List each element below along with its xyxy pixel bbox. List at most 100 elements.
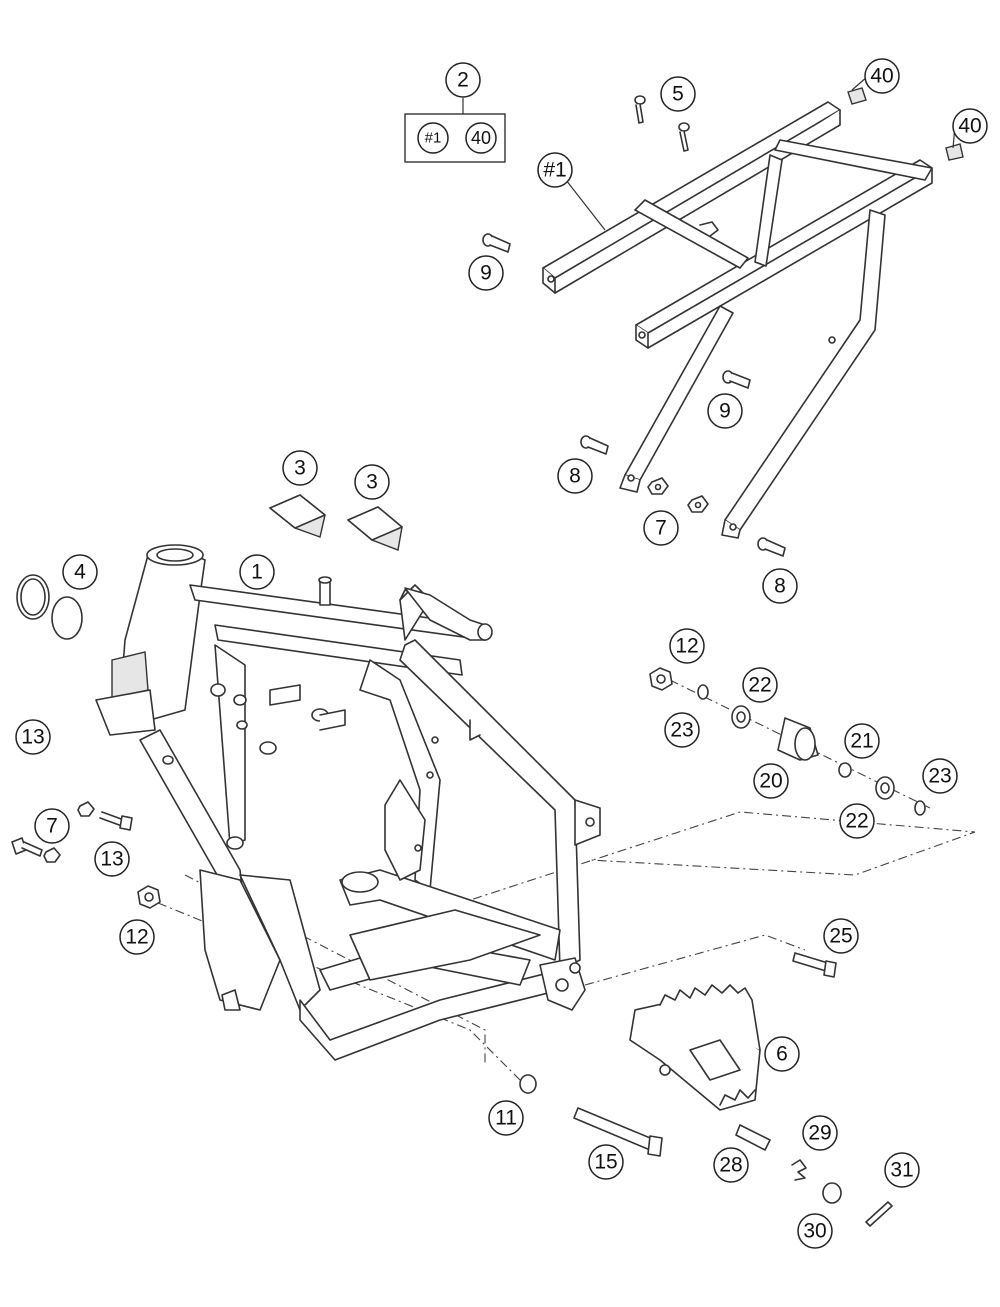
callout-label-c21: 21 bbox=[850, 730, 873, 753]
kit-content-2: 40 bbox=[471, 128, 491, 148]
callout-label-c7a: 7 bbox=[655, 517, 667, 540]
callout-label-c8b: 8 bbox=[774, 575, 786, 598]
nut-7b bbox=[687, 495, 709, 513]
callout-circle-c12b bbox=[119, 919, 155, 955]
callout-circle-c6 bbox=[764, 1036, 800, 1072]
callout-circle-c40b bbox=[952, 108, 988, 144]
bolt-13a bbox=[11, 837, 43, 857]
callout-circle-c20 bbox=[753, 763, 789, 799]
washer-11 bbox=[519, 1074, 537, 1094]
callout-circle-c5 bbox=[660, 76, 696, 112]
callout-circle-c7a bbox=[643, 510, 679, 546]
nut-12b bbox=[649, 667, 673, 691]
callout-label-c13b: 13 bbox=[100, 848, 123, 871]
callout-circle-c30 bbox=[797, 1213, 833, 1249]
cap-40-upper bbox=[847, 87, 867, 105]
callouts: 1334567788991112121313152021222223232528… bbox=[15, 58, 988, 1249]
callout-circle-c15 bbox=[588, 1144, 624, 1180]
callout-label-c11: 11 bbox=[495, 1107, 517, 1130]
callout-circle-c29 bbox=[802, 1115, 838, 1151]
spring-29 bbox=[791, 1159, 807, 1181]
nut-7d bbox=[77, 801, 95, 817]
footpeg-6 bbox=[629, 984, 761, 1111]
callout-label-c30: 30 bbox=[803, 1220, 826, 1243]
callout-circle-c9b bbox=[707, 393, 743, 429]
ring-4b bbox=[51, 596, 83, 640]
washer-23b bbox=[914, 800, 926, 816]
screw-5a bbox=[634, 95, 646, 124]
bolt-9b bbox=[722, 370, 751, 389]
bolt-13b bbox=[99, 811, 133, 831]
bolt-8a bbox=[580, 435, 609, 455]
main-frame bbox=[95, 544, 601, 1061]
callout-label-c23a: 23 bbox=[670, 719, 693, 742]
washer-30 bbox=[822, 1182, 842, 1204]
callout-circle-c8b bbox=[762, 568, 798, 604]
kit-number-circle bbox=[445, 62, 481, 98]
callout-label-c6: 6 bbox=[776, 1043, 788, 1066]
kit-number: 2 bbox=[457, 69, 469, 92]
callout-circle-c22a bbox=[742, 667, 778, 703]
callout-label-c9b: 9 bbox=[719, 400, 731, 423]
cotter-31 bbox=[865, 1201, 893, 1227]
screw-5b bbox=[678, 122, 690, 152]
nut-12a bbox=[137, 885, 161, 909]
callout-circle-c21 bbox=[844, 723, 880, 759]
callout-circle-c12a bbox=[669, 628, 705, 664]
callout-circle-c13a bbox=[15, 719, 51, 755]
callout-circle-c1 bbox=[239, 554, 275, 590]
callout-label-c22b: 22 bbox=[845, 810, 868, 833]
callout-label-c22a: 22 bbox=[748, 674, 771, 697]
nut-7a bbox=[647, 477, 669, 495]
pin-28 bbox=[735, 1124, 771, 1151]
callout-label-c31: 31 bbox=[890, 1159, 913, 1182]
kit-content-circle-2 bbox=[465, 122, 497, 154]
callout-circle-c8a bbox=[557, 458, 593, 494]
callout-circle-c11 bbox=[488, 1100, 524, 1136]
callout-circle-c7b bbox=[34, 808, 70, 844]
callout-label-c25: 25 bbox=[829, 925, 852, 948]
callout-label-c4: 4 bbox=[74, 561, 86, 584]
callout-label-c5: 5 bbox=[672, 83, 684, 106]
callout-label-c20: 20 bbox=[759, 770, 782, 793]
callout-label-c8a: 8 bbox=[569, 465, 581, 488]
callout-circle-c22b bbox=[839, 803, 875, 839]
callout-circle-c31 bbox=[884, 1152, 920, 1188]
callout-circle-c13b bbox=[94, 841, 130, 877]
callout-label-c12b: 12 bbox=[125, 926, 148, 949]
bolt-8b bbox=[757, 537, 786, 557]
bolt-9a bbox=[482, 233, 511, 253]
callout-label-c3a: 3 bbox=[294, 457, 306, 480]
callout-circle-c3a bbox=[282, 450, 318, 486]
washer-23a bbox=[697, 684, 709, 700]
callout-circle-c23a bbox=[664, 712, 700, 748]
bolt-15 bbox=[573, 1107, 663, 1157]
callout-label-cs1: #1 bbox=[543, 159, 566, 182]
callout-label-c28: 28 bbox=[719, 1154, 742, 1177]
callout-circle-c28 bbox=[713, 1147, 749, 1183]
callout-circle-c4 bbox=[62, 554, 98, 590]
subframe bbox=[542, 101, 933, 539]
callout-label-c7b: 7 bbox=[46, 815, 58, 838]
callout-circle-c40a bbox=[864, 58, 900, 94]
callout-label-c3b: 3 bbox=[366, 471, 378, 494]
kit-content-1: #1 bbox=[425, 130, 442, 147]
callout-label-c23b: 23 bbox=[928, 765, 951, 788]
callout-circle-c3b bbox=[354, 464, 390, 500]
callout-circle-c25 bbox=[823, 918, 859, 954]
callout-circle-c9a bbox=[468, 255, 504, 291]
callout-label-c13a: 13 bbox=[21, 726, 44, 749]
kit-content-circle-1 bbox=[417, 122, 449, 154]
callout-label-c29: 29 bbox=[808, 1122, 831, 1145]
callout-circle-cs1 bbox=[537, 152, 573, 188]
callout-label-c12a: 12 bbox=[675, 635, 698, 658]
callout-label-c9a: 9 bbox=[480, 262, 492, 285]
callout-label-c40a: 40 bbox=[870, 65, 893, 88]
bolt-25 bbox=[792, 952, 837, 978]
small-parts bbox=[11, 87, 964, 1227]
kit-box-frame bbox=[404, 113, 506, 163]
cap-40-lower bbox=[945, 143, 964, 161]
callout-circle-c23b bbox=[922, 758, 958, 794]
